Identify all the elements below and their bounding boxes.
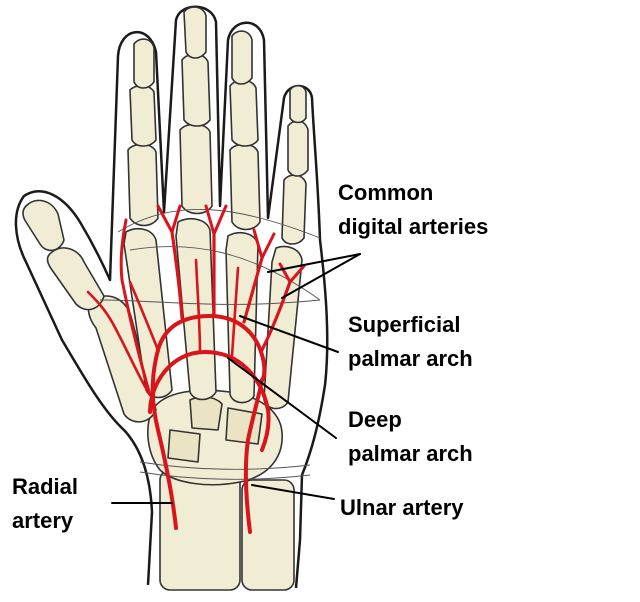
ulnar-artery-vessel [243,378,264,534]
little-proximal-phalanx [281,174,307,245]
label-common-line1: Common [338,180,434,205]
pointer-superficial [239,315,339,353]
label-common-line2: digital arteries [338,214,489,239]
label-superficial-line1: Superficial [348,312,461,337]
label-ulnar-artery: Ulnar artery [340,491,464,525]
label-pointers [111,253,361,504]
label-radial-line1: Radial [12,474,79,499]
little-middle-phalanx [287,120,309,177]
label-superficial-palmar-arch: Superficial palmar arch [348,308,473,376]
label-ulnar-line1: Ulnar artery [340,495,464,520]
pointer-common-1 [267,253,361,273]
middle-distal-phalanx [183,6,207,59]
pointer-deep [227,357,337,439]
label-radial-artery: Radial artery [12,470,78,538]
radial-artery-vessel [150,348,178,530]
ring-distal-phalanx [231,30,253,85]
index-proximal-phalanx [127,143,159,227]
label-common-digital-arteries: Common digital arteries [338,176,488,244]
label-deep-line1: Deep [348,407,402,432]
middle-proximal-phalanx [179,123,213,215]
bones [22,6,309,591]
deep-palmar-arch-vessel [148,350,271,452]
middle-metacarpal [175,217,217,401]
middle-middle-phalanx [181,53,211,127]
thumb-distal-phalanx [22,199,65,252]
index-distal-phalanx [133,38,155,89]
superficial-palmar-arch-vessel [156,314,267,382]
little-distal-phalanx [289,84,307,124]
ring-middle-phalanx [229,79,259,147]
label-deep-line2: palmar arch [348,441,473,466]
index-middle-phalanx [129,84,157,147]
skin-lines [99,208,321,480]
label-radial-line2: artery [12,508,74,533]
pointer-ulnar [251,484,335,500]
ulna-bone [241,479,295,591]
label-deep-palmar-arch: Deep palmar arch [348,403,473,471]
label-superficial-line2: palmar arch [348,346,473,371]
pointer-common-2 [281,253,361,299]
arteries [86,204,306,534]
